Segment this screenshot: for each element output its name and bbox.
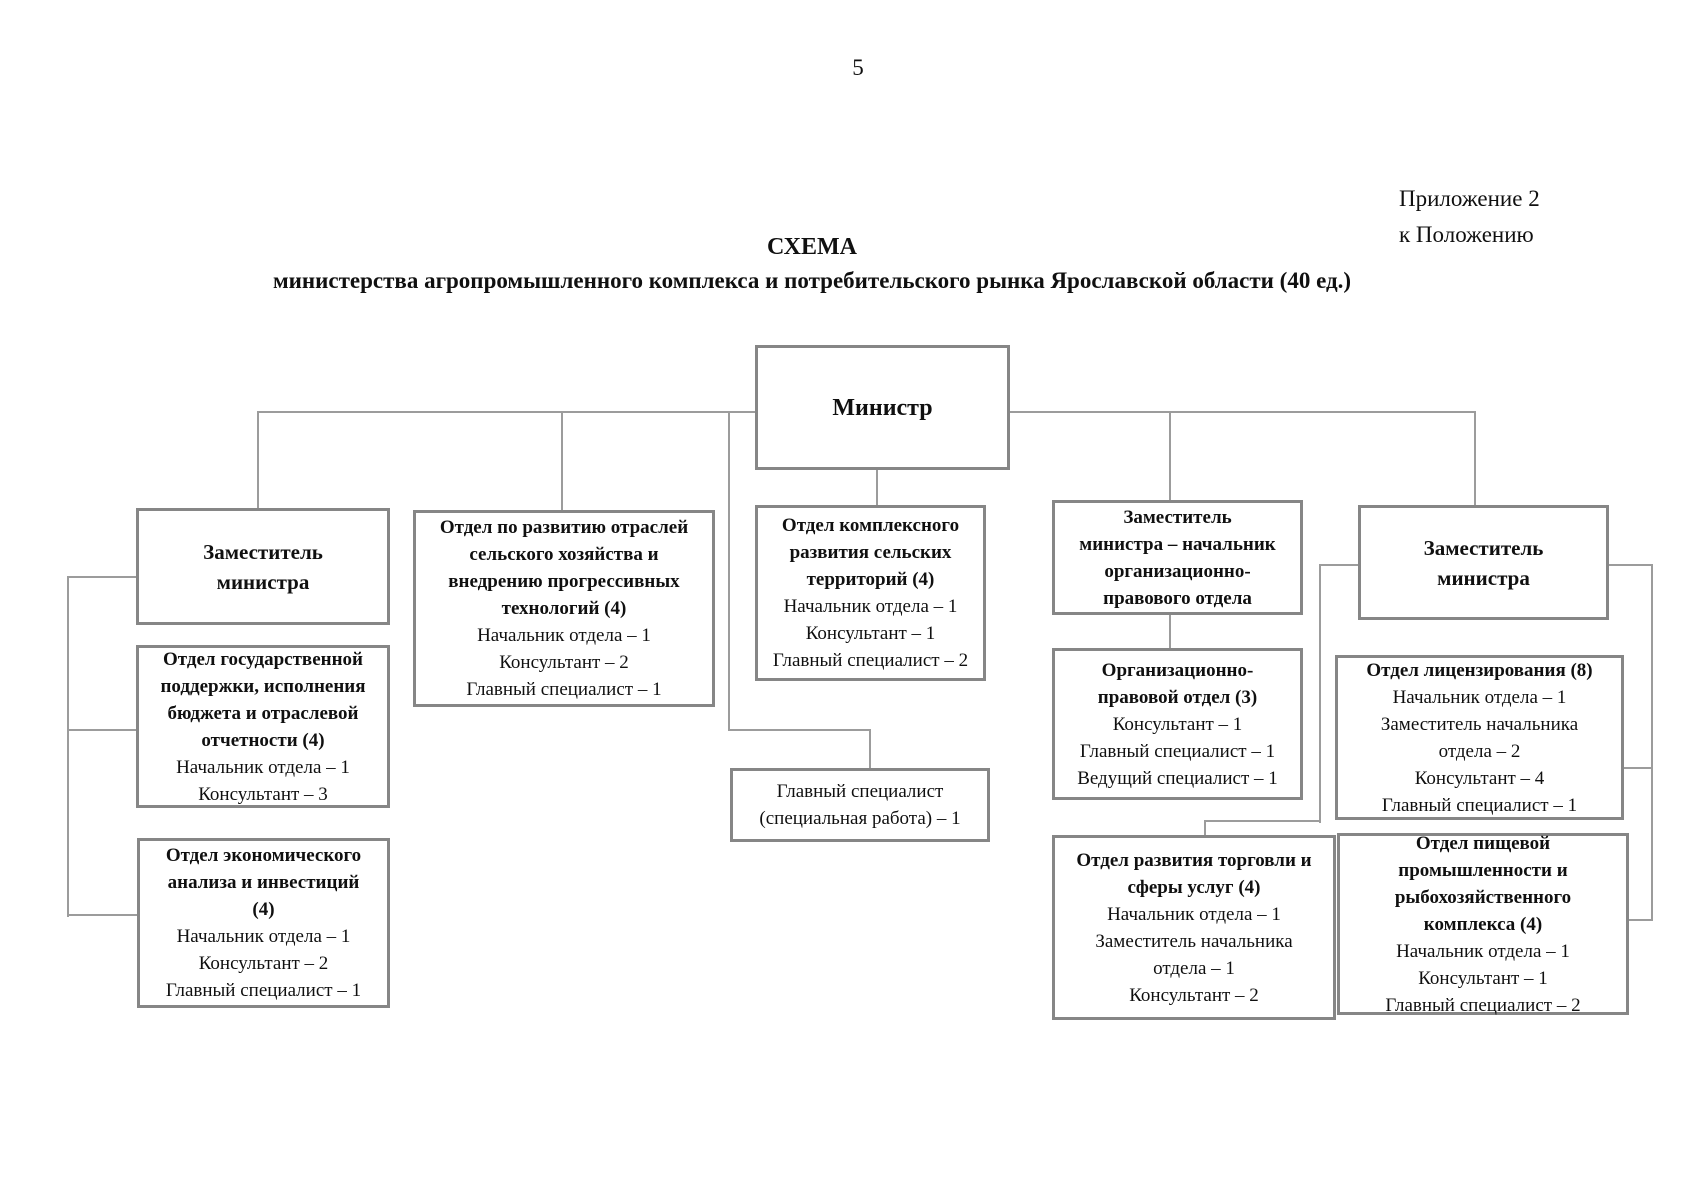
staff-line: Начальник отдела – 1 xyxy=(1107,903,1281,925)
org-box-dept-rural-development: Отдел комплексного развития сельских тер… xyxy=(755,505,986,681)
org-box-minister-title: Министр xyxy=(832,394,933,421)
org-box-dept-org-legal: Организационно- правовой отдел (3) Консу… xyxy=(1052,648,1303,800)
org-box-dept-agriculture-development: Отдел по развитию отраслей сельского хоз… xyxy=(413,510,715,707)
org-box-deputy-minister-left-title: Заместитель министра xyxy=(203,539,323,594)
connector-line xyxy=(561,411,563,510)
staff-line: Начальник отдела – 1 xyxy=(1392,686,1567,708)
staff-line: Консультант – 1 xyxy=(805,623,936,644)
staff-line: Консультант – 3 xyxy=(198,783,328,805)
staff-line: Начальник отдела – 1 xyxy=(176,756,350,778)
staff-line: Консультант – 1 xyxy=(1112,713,1243,735)
dept-title: Организационно- правовой отдел (3) xyxy=(1097,659,1258,708)
staff-line: Главный специалист – 1 xyxy=(165,980,362,1001)
connector-line xyxy=(257,411,259,508)
org-box-dept-food-industry: Отдел пищевой промышленности и рыбохозяй… xyxy=(1337,832,1629,1016)
chief-specialist-text: Главный специалист (специальная работа) … xyxy=(759,781,961,829)
schema-title: СХЕМА xyxy=(766,234,858,260)
org-box-dept-trade-services: Отдел развития торговли и сферы услуг (4… xyxy=(1052,835,1336,1020)
dept-title: Отдел экономического анализа и инвестици… xyxy=(165,845,362,920)
connector-line xyxy=(67,576,69,917)
connector-line xyxy=(1320,564,1358,566)
staff-line: Главный специалист – 1 xyxy=(1381,794,1578,816)
connector-line xyxy=(1651,564,1653,921)
staff-line: Консультант – 4 xyxy=(1414,767,1545,789)
staff-line: Главный специалист – 2 xyxy=(772,650,969,671)
connector-line xyxy=(869,729,871,768)
page-number: 5 xyxy=(852,55,864,80)
staff-line: Консультант – 2 xyxy=(1129,984,1259,1006)
dept-title: Отдел по развитию отраслей сельского хоз… xyxy=(439,517,689,619)
dept-title: Отдел лицензирования (8) xyxy=(1366,659,1593,681)
staff-line: Консультант – 1 xyxy=(1418,967,1548,989)
schema-subtitle: министерства агропромышленного комплекса… xyxy=(272,268,1352,293)
org-box-chief-specialist-special-work: Главный специалист (специальная работа) … xyxy=(730,768,990,842)
org-box-deputy-minister-left: Заместитель министра xyxy=(136,508,390,625)
connector-line xyxy=(728,729,871,731)
connector-line xyxy=(728,411,730,731)
org-box-deputy-minister-right: Заместитель министра xyxy=(1358,505,1609,620)
connector-line xyxy=(258,411,756,413)
connector-line xyxy=(68,729,136,731)
appendix-annotation: Приложение 2 к Положению xyxy=(1399,181,1540,253)
connector-line xyxy=(1628,919,1653,921)
staff-line: Начальник отдела – 1 xyxy=(477,625,651,646)
org-box-dept-economic-analysis: Отдел экономического анализа и инвестици… xyxy=(137,838,390,1008)
connector-line xyxy=(68,914,140,916)
connector-line xyxy=(876,469,878,506)
org-box-dept-licensing: Отдел лицензирования (8) Начальник отдел… xyxy=(1335,655,1624,820)
staff-line: Консультант – 2 xyxy=(499,652,629,673)
org-box-deputy-minister-org-legal-head: Заместитель министра – начальник организ… xyxy=(1052,500,1303,615)
staff-line: Главный специалист – 1 xyxy=(466,679,662,700)
dept-title: Отдел комплексного развития сельских тер… xyxy=(781,515,960,590)
staff-line: Заместитель начальника отдела – 1 xyxy=(1095,930,1293,979)
org-box-deputy-minister-org-legal-head-title: Заместитель министра – начальник организ… xyxy=(1079,506,1276,609)
dept-title: Отдел пищевой промышленности и рыбохозяй… xyxy=(1394,832,1572,935)
appendix-annotation-line2: к Положению xyxy=(1399,222,1534,247)
connector-line xyxy=(1169,615,1171,648)
connector-line xyxy=(1608,564,1652,566)
connector-line xyxy=(1623,767,1652,769)
org-box-dept-state-support: Отдел государственной поддержки, исполне… xyxy=(136,645,390,808)
staff-line: Начальник отдела – 1 xyxy=(1396,940,1570,962)
dept-title: Отдел государственной поддержки, исполне… xyxy=(160,648,366,751)
dept-title: Отдел развития торговли и сферы услуг (4… xyxy=(1076,849,1312,898)
connector-line xyxy=(1474,411,1476,506)
staff-line: Начальник отдела – 1 xyxy=(176,926,351,947)
staff-line: Главный специалист – 1 xyxy=(1079,740,1276,762)
connector-line xyxy=(1169,411,1171,501)
org-box-deputy-minister-right-title: Заместитель министра xyxy=(1423,535,1544,590)
staff-line: Начальник отдела – 1 xyxy=(783,596,958,617)
staff-line: Ведущий специалист – 1 xyxy=(1077,767,1278,789)
connector-line xyxy=(68,576,136,578)
staff-line: Консультант – 2 xyxy=(198,953,329,974)
org-box-minister: Министр xyxy=(755,345,1010,470)
staff-line: Заместитель начальника отдела – 2 xyxy=(1380,713,1579,762)
connector-line xyxy=(1010,411,1476,413)
connector-line xyxy=(1204,820,1321,822)
staff-line: Главный специалист – 2 xyxy=(1385,994,1581,1016)
connector-line xyxy=(1204,820,1206,836)
appendix-annotation-line1: Приложение 2 xyxy=(1399,186,1540,211)
connector-line xyxy=(1319,564,1321,823)
